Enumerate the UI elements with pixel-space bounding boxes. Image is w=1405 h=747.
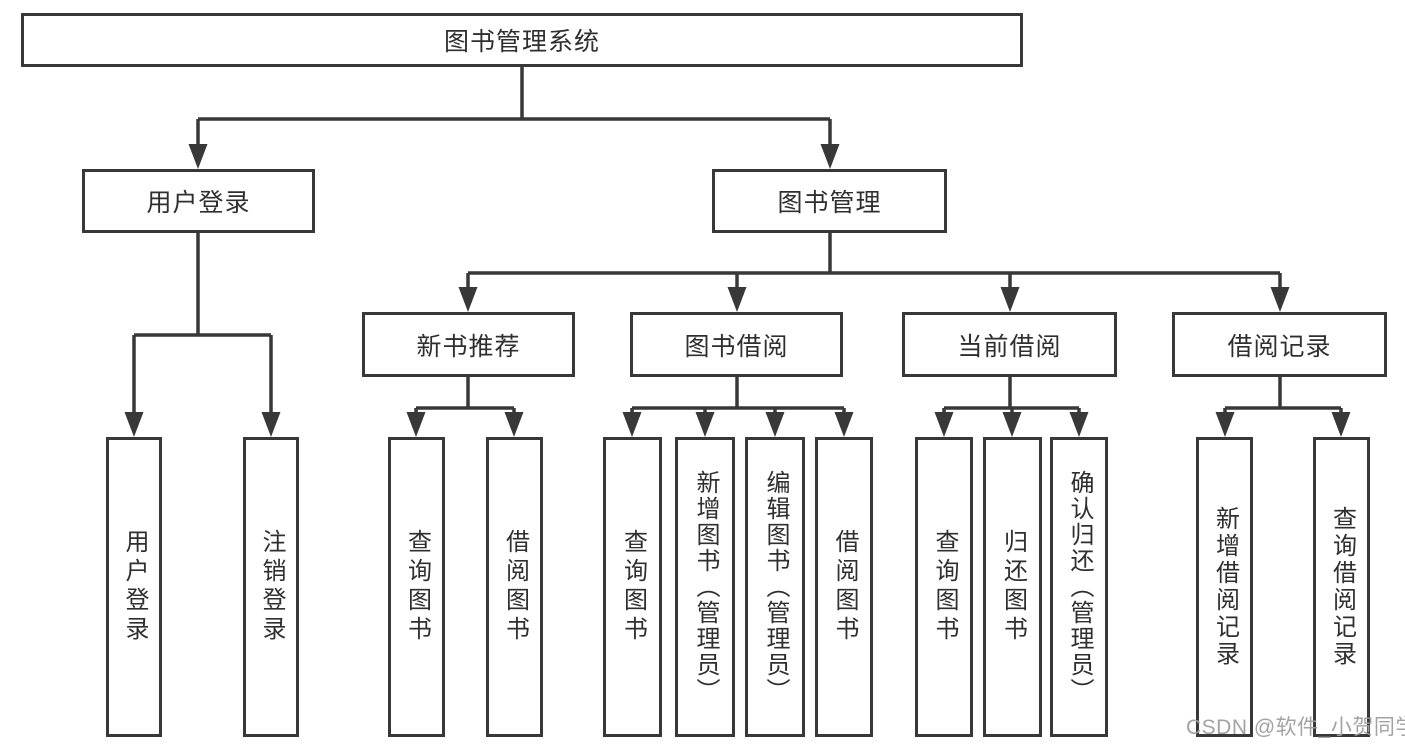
leaf-user-login: 用户登录 [106, 437, 162, 737]
node-label: 当前借阅 [957, 332, 1062, 361]
leaf-label: 借阅图书 [501, 529, 529, 645]
leaf-query-borrow-record: 查询借阅记录 [1313, 437, 1370, 737]
node-label: 用户登录 [146, 189, 251, 217]
node-label: 新书推荐 [416, 332, 521, 361]
leaf-return-books: 归还图书 [983, 437, 1042, 737]
leaf-query-books: 查询图书 [388, 437, 445, 737]
leaf-label: 借阅图书 [831, 529, 858, 645]
node-current-borrowing: 当前借阅 [902, 312, 1117, 377]
leaf-label: 新增图书（管理员） [692, 470, 719, 704]
leaf-query-books: 查询图书 [915, 437, 973, 737]
leaf-confirm-return-admin: 确认归还（管理员） [1050, 437, 1108, 737]
node-book-management: 图书管理 [712, 169, 947, 233]
leaf-add-books-admin: 新增图书（管理员） [675, 437, 735, 737]
leaf-label: 查询图书 [931, 529, 958, 645]
leaf-label: 确认归还（管理员） [1066, 470, 1093, 704]
node-new-book-recommendation: 新书推荐 [362, 312, 575, 377]
arrowheads [124, 144, 1351, 437]
leaf-label: 查询图书 [619, 529, 647, 645]
leaf-add-borrow-record: 新增借阅记录 [1196, 437, 1253, 737]
node-library-management-system: 图书管理系统 [21, 13, 1023, 67]
node-label: 图书管理 [777, 189, 882, 217]
leaf-label: 查询借阅记录 [1328, 506, 1356, 668]
leaf-borrow-books: 借阅图书 [815, 437, 873, 737]
node-borrowing-records: 借阅记录 [1172, 312, 1387, 377]
leaf-label: 编辑图书（管理员） [762, 470, 789, 704]
leaf-label: 注销登录 [258, 529, 285, 645]
node-label: 图书管理系统 [443, 28, 600, 56]
leaf-logout: 注销登录 [243, 437, 299, 737]
node-label: 图书借阅 [684, 332, 789, 361]
leaf-label: 用户登录 [121, 529, 148, 645]
leaf-edit-books-admin: 编辑图书（管理员） [745, 437, 805, 737]
leaf-label: 归还图书 [999, 529, 1027, 645]
node-user-login: 用户登录 [82, 169, 315, 233]
node-label: 借阅记录 [1227, 332, 1332, 361]
leaf-label: 查询图书 [403, 529, 431, 645]
csdn-watermark: CSDN @软件_小贺同学 [1186, 716, 1405, 739]
leaf-borrow-books: 借阅图书 [486, 437, 543, 737]
leaf-label: 新增借阅记录 [1211, 506, 1239, 668]
leaf-query-books: 查询图书 [603, 437, 662, 737]
node-book-borrowing: 图书借阅 [630, 312, 843, 377]
